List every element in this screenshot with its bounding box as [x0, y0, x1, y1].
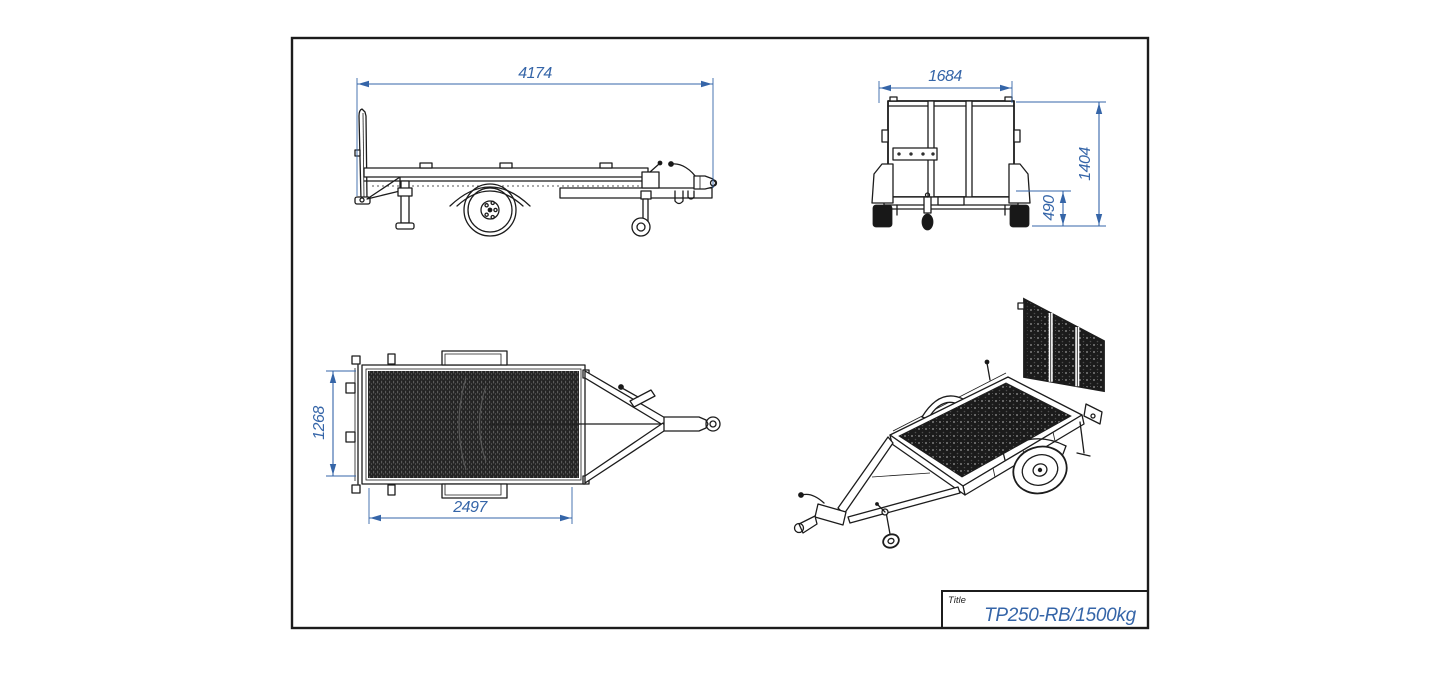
coupler-iso — [793, 492, 847, 534]
dim-overall-width-value: 1684 — [928, 68, 962, 85]
fender-left — [871, 163, 894, 204]
drawing-frame — [290, 36, 1150, 630]
wheel-left — [872, 204, 893, 228]
axle-outline — [458, 377, 467, 471]
gate-handle — [1013, 129, 1021, 143]
hinge-bracket — [345, 431, 356, 443]
stake-pocket — [499, 162, 513, 169]
gate-iso — [1017, 297, 1105, 393]
dim-bed-width: 1268 — [311, 370, 356, 477]
fender-right — [1008, 163, 1031, 204]
title-block: Title TP250-RB/1500kg — [941, 590, 1148, 628]
dim-overall-length: 4174 — [356, 65, 714, 196]
fender-top — [441, 350, 508, 366]
title-label: Title — [948, 595, 966, 606]
latch-post — [986, 362, 991, 381]
dim-overall-height: 1404 — [1016, 101, 1106, 227]
rear-view: 1684 1404 490 — [871, 68, 1106, 231]
isometric-view — [793, 297, 1105, 549]
top-view: 1268 2497 — [311, 350, 721, 524]
rear-gate — [881, 96, 1021, 198]
side-view: 4174 — [354, 65, 718, 237]
dim-bed-width-value: 1268 — [311, 406, 328, 440]
jockey-wheel-rear — [921, 192, 934, 231]
gate-catch — [387, 484, 396, 496]
dim-bed-height-value: 490 — [1041, 195, 1058, 221]
drawbar — [489, 370, 668, 484]
jockey-wheel-iso — [875, 502, 900, 549]
fender — [449, 186, 531, 207]
wheel — [463, 183, 517, 237]
coupler-top — [663, 416, 721, 432]
plate-holder — [892, 147, 938, 161]
rear-stand — [1076, 421, 1091, 457]
fender-iso — [1002, 438, 1067, 461]
drawbar-beam — [559, 187, 713, 199]
hinge-bracket — [345, 382, 356, 394]
dim-overall-height-value: 1404 — [1077, 147, 1094, 181]
prop-stand — [395, 180, 415, 230]
wheel-iso — [1012, 445, 1068, 495]
hinge-gusset — [366, 176, 401, 200]
gate-latch — [354, 149, 361, 157]
wheel-right — [1009, 204, 1030, 228]
fender-bottom — [441, 483, 508, 499]
stake-pocket — [599, 162, 613, 169]
winch — [641, 160, 663, 189]
coupler — [674, 175, 718, 205]
handbrake-assembly — [629, 389, 656, 408]
dim-bed-height: 490 — [1016, 190, 1071, 226]
drawing-title: TP250-RB/1500kg — [984, 605, 1137, 626]
dim-bed-length: 2497 — [368, 487, 573, 524]
axle-outline — [479, 385, 487, 463]
dim-bed-length-value: 2497 — [452, 499, 488, 516]
bed-rail — [363, 167, 649, 178]
tail-light — [1083, 403, 1103, 425]
gate-catch — [387, 353, 396, 365]
jockey-wheel — [631, 190, 652, 237]
dim-overall-width: 1684 — [878, 68, 1013, 103]
dim-overall-length-value: 4174 — [518, 65, 552, 82]
gate-frame-bar — [965, 100, 973, 198]
gate-handle — [881, 129, 889, 143]
gate-hinge — [354, 196, 371, 205]
stake-pocket — [419, 162, 433, 169]
